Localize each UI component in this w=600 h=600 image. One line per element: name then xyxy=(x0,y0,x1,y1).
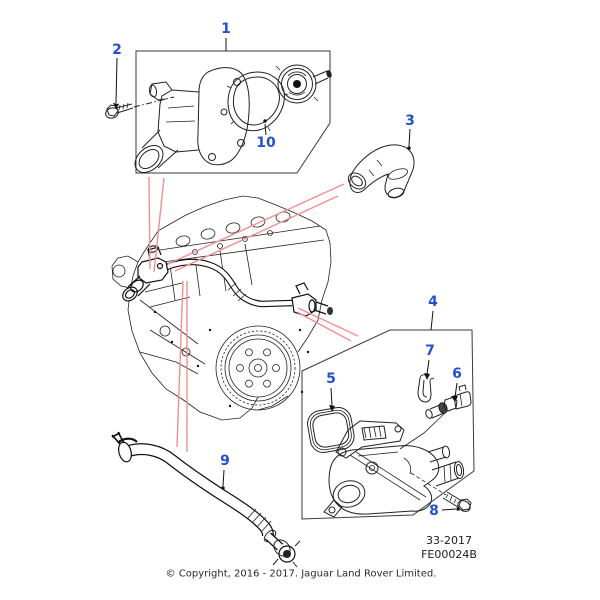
engine-illustration xyxy=(111,195,333,421)
callout-4[interactable]: 4 xyxy=(428,294,438,310)
assembly-box-4 xyxy=(301,329,475,520)
callout-7[interactable]: 7 xyxy=(425,343,435,359)
part-8-bolt[interactable] xyxy=(410,472,472,514)
part-1-thermostat-housing[interactable] xyxy=(130,67,250,178)
callout-8[interactable]: 8 xyxy=(429,503,439,519)
part-4-outlet-housing[interactable] xyxy=(323,420,465,518)
callout-2[interactable]: 2 xyxy=(112,42,122,58)
callout-leader-lines xyxy=(113,38,460,511)
part-2-bolt[interactable] xyxy=(104,96,175,120)
hotspot-leader-lines xyxy=(148,176,359,452)
callout-6[interactable]: 6 xyxy=(452,366,462,382)
part-7-retaining-clip[interactable] xyxy=(417,374,435,403)
part-10-gasket[interactable] xyxy=(226,71,289,132)
figure-code: FE00024B xyxy=(421,548,477,562)
callout-5[interactable]: 5 xyxy=(326,371,336,387)
part-9-hose[interactable] xyxy=(111,431,301,568)
section-code: 33-2017 xyxy=(426,534,472,548)
callout-9[interactable]: 9 xyxy=(220,453,230,469)
part-3-elbow-hose[interactable] xyxy=(345,144,415,200)
part-6-sensor[interactable] xyxy=(399,384,472,450)
callout-3[interactable]: 3 xyxy=(405,113,415,129)
part-1-thermostat[interactable] xyxy=(275,64,333,104)
assembly-box-1 xyxy=(135,50,331,174)
callout-1[interactable]: 1 xyxy=(221,21,231,37)
callout-10[interactable]: 10 xyxy=(256,135,276,151)
copyright-notice: © Copyright, 2016 - 2017. Jaguar Land Ro… xyxy=(165,568,437,580)
